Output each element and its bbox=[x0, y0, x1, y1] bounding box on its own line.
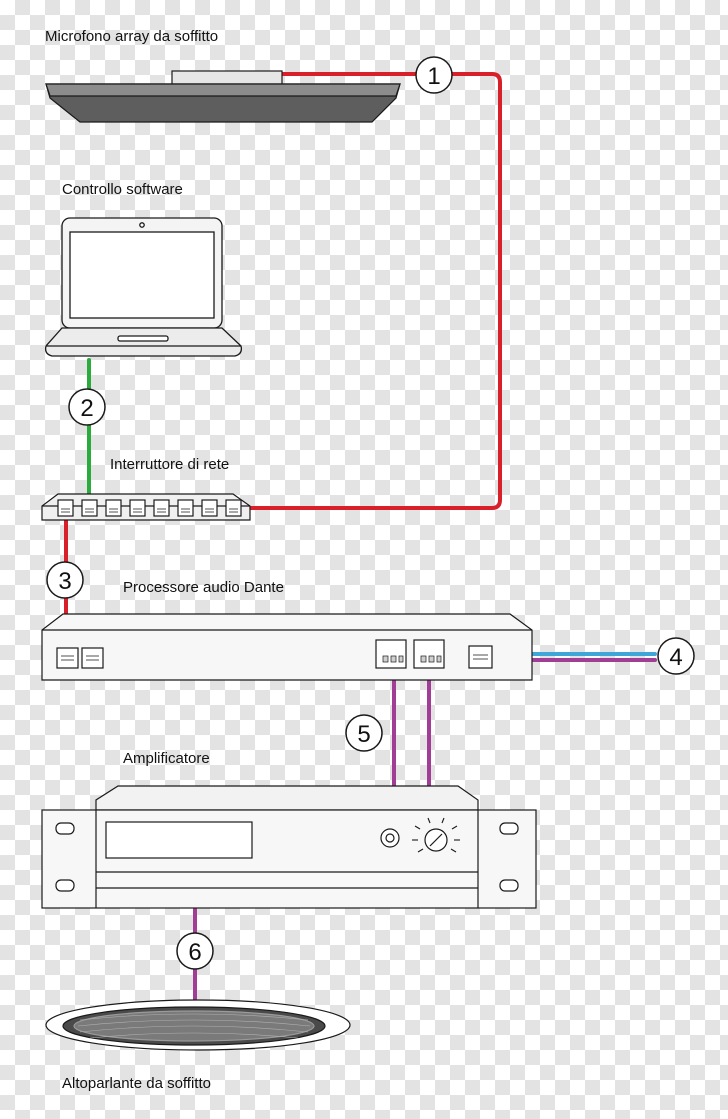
cable-1-red bbox=[230, 72, 502, 510]
dante-label: Processore audio Dante bbox=[123, 579, 284, 596]
badge-1-label: 1 bbox=[427, 63, 440, 90]
badge-4-label: 4 bbox=[669, 644, 682, 671]
switch-label: Interruttore di rete bbox=[110, 456, 230, 473]
badge-5-label: 5 bbox=[357, 721, 370, 748]
amplifier-icon bbox=[41, 785, 537, 909]
badge-2: 2 bbox=[68, 388, 106, 426]
badge-6: 6 bbox=[176, 932, 214, 970]
badge-6-label: 6 bbox=[188, 939, 201, 966]
ceiling-speaker-icon bbox=[45, 999, 351, 1051]
badge-5: 5 bbox=[345, 714, 383, 752]
badge-4: 4 bbox=[657, 637, 695, 675]
badge-3-label: 3 bbox=[58, 568, 71, 595]
ceiling-mic-label: Microfono array da soffitto bbox=[45, 28, 219, 45]
speaker-label: Altoparlante da soffitto bbox=[62, 1075, 211, 1092]
software-label: Controllo software bbox=[62, 181, 183, 198]
badge-3: 3 bbox=[46, 561, 84, 599]
amplifier-label: Amplificatore bbox=[123, 750, 210, 767]
ceiling-mic-icon bbox=[45, 70, 401, 123]
laptop-icon bbox=[44, 217, 243, 357]
badge-2-label: 2 bbox=[80, 395, 93, 422]
network-switch-icon bbox=[41, 493, 251, 521]
badge-1: 1 bbox=[415, 56, 453, 94]
dante-processor-icon bbox=[41, 613, 533, 681]
